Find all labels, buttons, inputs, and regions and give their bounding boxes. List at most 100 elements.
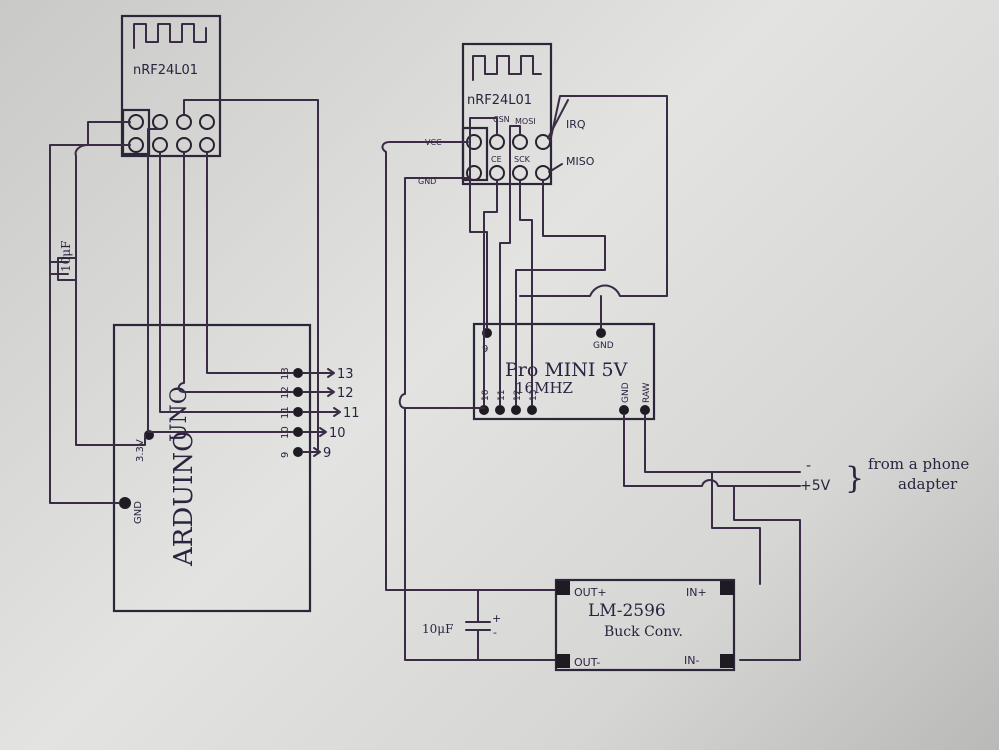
cap-right: 10μF + - [422, 589, 501, 661]
promini-title: Pro MINI 5V [505, 359, 628, 381]
promini-freq: 16MHZ [515, 379, 573, 397]
left-wiring: 10μF [49, 99, 319, 504]
radio-right-pin-gnd [466, 165, 482, 181]
radio-right-antenna-icon [472, 55, 542, 81]
power-minus-label: - [806, 458, 811, 474]
radio-right-irq-label: IRQ [566, 118, 586, 131]
wire-gnd-promini [398, 177, 485, 409]
cap-right-plus: + [492, 612, 501, 625]
promini-pin-12-label: 12 [513, 390, 523, 401]
radio-right-pin-miso [535, 165, 551, 181]
radio-right-pin-sck [512, 165, 528, 181]
radio-right-module: nRF24L01 VCC CSN MOSI IRQ GND CE SCK MIS… [418, 42, 595, 186]
buck-out-plus-label: OUT+ [574, 586, 607, 599]
promini-pin-raw-label: RAW [642, 382, 652, 403]
radio-right-pin-mosi [512, 134, 528, 150]
radio-left-antenna-icon [133, 23, 207, 49]
cap-right-label: 10μF [422, 622, 453, 636]
radio-left-title: nRF24L01 [133, 63, 198, 78]
arduino-pin-9-label: 9 [280, 452, 291, 458]
buck-outline [554, 578, 736, 672]
arduino-pin-11 [293, 407, 303, 417]
promini-pin-11-label: 11 [497, 390, 507, 401]
buck-in-minus-label: IN- [684, 654, 699, 667]
wire-ce-10 [483, 179, 498, 406]
power-note-line1: from a phone [868, 455, 969, 473]
wire-miso-12 [515, 179, 606, 406]
radio-right-sck-label: SCK [514, 155, 531, 164]
arduino-out-arrow-10 [302, 427, 327, 437]
buck-pin-out-plus [556, 581, 570, 595]
buck-pin-in-plus [720, 581, 734, 595]
radio-right-mosi-label: MOSI [515, 117, 536, 126]
radio-left-pin [152, 137, 168, 153]
cap-left-leads [57, 257, 77, 281]
radio-left-pin-frame [121, 108, 151, 156]
wire-mosi-11 [159, 151, 294, 413]
promini-pin-13 [527, 405, 537, 415]
arduino-pin-12 [293, 387, 303, 397]
radio-left-pin [128, 137, 144, 153]
promini-board: 9 GND Pro MINI 5V 16MHZ 10 11 12 13 GND … [472, 322, 656, 421]
radio-right-miso-pointer [548, 163, 563, 173]
promini-pin-12 [511, 405, 521, 415]
buck-in-plus-label: IN+ [686, 586, 707, 599]
arduino-pin-gnd [119, 497, 131, 509]
buck-out-minus-label: OUT- [574, 656, 600, 669]
wire-mosi-11 [499, 125, 521, 406]
radio-left-pin [152, 114, 168, 130]
wire-vcc-out-plus [381, 141, 561, 591]
wire-irq [519, 95, 668, 297]
promini-pin-gnd [619, 405, 629, 415]
promini-pin-gnd-label: GND [621, 382, 631, 403]
radio-left-pin [176, 114, 192, 130]
wire-gnd [49, 144, 131, 504]
cap-left-plates [49, 261, 69, 275]
promini-pin-raw [640, 405, 650, 415]
radio-right-ce-label: CE [491, 155, 502, 164]
power-brace: } [845, 461, 864, 496]
arduino-out-arrow-11 [302, 407, 341, 417]
power-note-line2: adapter [898, 475, 958, 493]
power-input: - +5V } from a phone adapter [623, 414, 969, 661]
radio-right-csn-label: CSN [493, 115, 510, 124]
arduino-out-9-label: 9 [323, 446, 331, 461]
wire-gnd-out-minus [404, 407, 561, 661]
buck-pin-out-minus [556, 654, 570, 668]
arduino-out-13-label: 13 [337, 367, 354, 382]
promini-pin-11 [495, 405, 505, 415]
radio-left-board [120, 14, 222, 158]
promini-pin-9-label: 9 [482, 344, 488, 355]
power-plus-label: +5V [800, 478, 831, 494]
promini-pin-13-label: 13 [529, 390, 539, 401]
wire-in-minus [733, 485, 801, 661]
promini-pin-10 [479, 405, 489, 415]
wire-ce-10 [147, 128, 294, 433]
arduino-pin-gnd-label: GND [133, 501, 144, 524]
radio-left-pin [128, 114, 144, 130]
arduino-out-12-label: 12 [337, 386, 354, 401]
arduino-pin-10 [293, 427, 303, 437]
radio-right-pin-ce [489, 165, 505, 181]
radio-right-gnd-label: GND [418, 177, 436, 186]
radio-left-pin [176, 137, 192, 153]
radio-right-miso-label: MISO [566, 155, 595, 168]
radio-right-title: nRF24L01 [467, 93, 532, 108]
promini-pin-gnd-top-label: GND [593, 341, 614, 351]
arduino-outline [112, 323, 312, 613]
wire-csn-9 [469, 117, 498, 329]
promini-pin-10-label: 10 [481, 389, 491, 401]
wire-sck-13 [206, 151, 294, 374]
arduino-out-10-label: 10 [329, 426, 346, 441]
wire-in-plus [711, 471, 761, 585]
arduino-pin-9 [293, 447, 303, 457]
arduino-out-11-label: 11 [343, 406, 360, 421]
radio-left-module: nRF24L01 [120, 14, 222, 158]
arduino-pin-3v3-label: 3.3V [135, 439, 146, 462]
buck-pin-in-minus [720, 654, 734, 668]
wire-csn-9 [183, 99, 319, 453]
wire-power-minus [623, 414, 801, 487]
wire-power-plus [644, 414, 801, 473]
buck-converter: OUT+ IN+ OUT- IN- LM-2596 Buck Conv. [554, 578, 736, 672]
